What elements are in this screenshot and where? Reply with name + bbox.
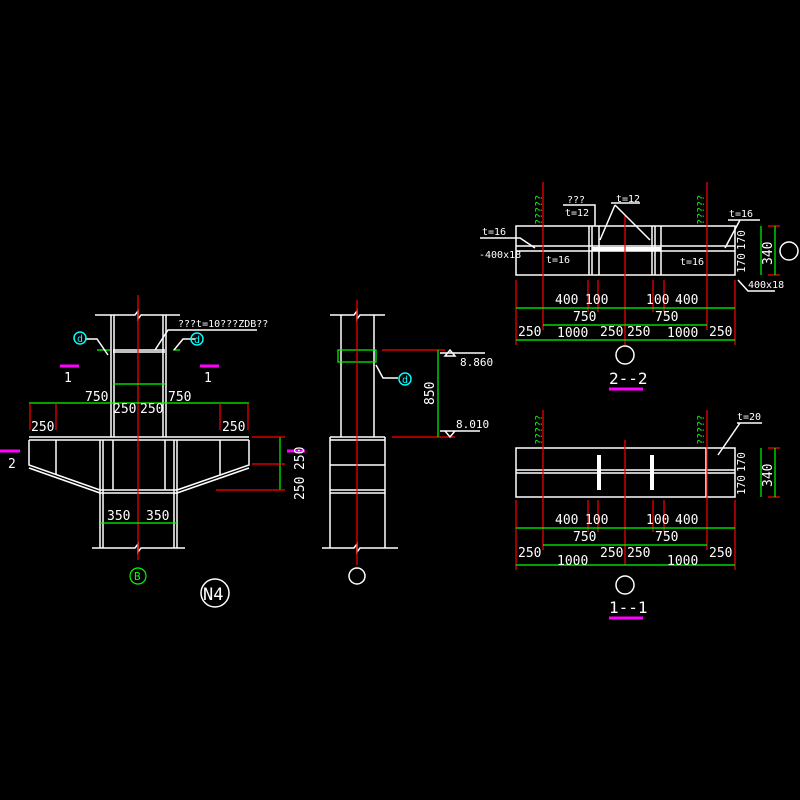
note: 400x18 (748, 280, 784, 291)
plate-note: ???t=10???ZDB?? (178, 319, 268, 330)
dim-text: 250 (600, 546, 623, 561)
dim-text: 750 (655, 530, 678, 545)
section-mark-1-left: 1 (64, 371, 72, 386)
dim-text: 250 (293, 447, 308, 470)
dim-text: 1000 (667, 326, 698, 341)
dim-text: 170 (735, 253, 748, 273)
dim-text: 100 (646, 293, 669, 308)
dim-text: 1000 (667, 554, 698, 569)
note: ????? (696, 195, 707, 225)
dim-text: 750 (655, 310, 678, 325)
elevation-top: 8.860 (460, 356, 493, 369)
dim-text: 100 (585, 293, 608, 308)
dim-text: 750 (573, 530, 596, 545)
dim-text: 250 (627, 325, 650, 340)
column-elevation: ???t=10???ZDB?? d d 1 1 2 750 250 250 75… (0, 295, 308, 608)
section-title: 1--1 (609, 598, 648, 617)
dim-text: 250 (600, 325, 623, 340)
axis-label: B (134, 570, 141, 583)
dim-text: 340 (761, 464, 776, 487)
dim-text: 350 (146, 509, 169, 524)
dim-text: 250 (518, 546, 541, 561)
dim-text: 250 (222, 420, 245, 435)
detail-tag-right: d (194, 335, 200, 346)
detail-tag-left: d (77, 334, 83, 345)
dim-text: 170 (735, 230, 748, 250)
dim-text: 250 (293, 477, 308, 500)
dim-text: 350 (107, 509, 130, 524)
dim-text: 340 (761, 242, 776, 265)
section-title: 2--2 (609, 369, 648, 388)
dim-text: 250 (140, 402, 163, 417)
section-mark-1-right: 1 (204, 371, 212, 386)
elevation-bottom: 8.010 (456, 418, 489, 431)
note: ????? (534, 195, 545, 225)
detail-tag-side: d (402, 375, 408, 386)
note: t=16 (729, 209, 753, 220)
dim-text: 250 (113, 402, 136, 417)
section-1-1: ????? ????? t=20 400 100 100 400 750 750… (515, 410, 780, 620)
note: -400x18 (479, 250, 521, 261)
dim-text: 170 (735, 452, 748, 472)
note: t=20 (737, 412, 761, 423)
dim-text: 250 (518, 325, 541, 340)
dim-text: 1000 (557, 326, 588, 341)
dim-text: 400 (555, 293, 578, 308)
dim-text: 400 (675, 513, 698, 528)
dim-text: 400 (675, 293, 698, 308)
dim-text: 1000 (557, 554, 588, 569)
note: ????? (534, 415, 545, 445)
section-2-2: ????? ????? ??? t=12 t=12 t=16 t=16 t=16… (479, 182, 799, 391)
note: t=16 (680, 257, 704, 268)
drawing-id: N4 (203, 585, 223, 605)
note: t=12 (565, 208, 589, 219)
note: t=12 (616, 194, 640, 205)
column-side-view: d 8.860 8.010 850 (322, 300, 493, 585)
note: ??? (567, 195, 585, 206)
note: t=16 (546, 255, 570, 266)
dim-text: 400 (555, 513, 578, 528)
dim-text: 100 (585, 513, 608, 528)
note: t=16 (482, 227, 506, 238)
height-dim: 850 (423, 382, 438, 405)
dim-text: 250 (709, 325, 732, 340)
dim-text: 250 (31, 420, 54, 435)
dim-text: 750 (573, 310, 596, 325)
dim-text: 100 (646, 513, 669, 528)
dim-text: 170 (735, 475, 748, 495)
section-mark-2: 2 (8, 457, 16, 472)
dim-text: 750 (168, 390, 191, 405)
dim-text: 250 (627, 546, 650, 561)
dim-text: 250 (709, 546, 732, 561)
dim-text: 750 (85, 390, 108, 405)
note: ????? (696, 415, 707, 445)
